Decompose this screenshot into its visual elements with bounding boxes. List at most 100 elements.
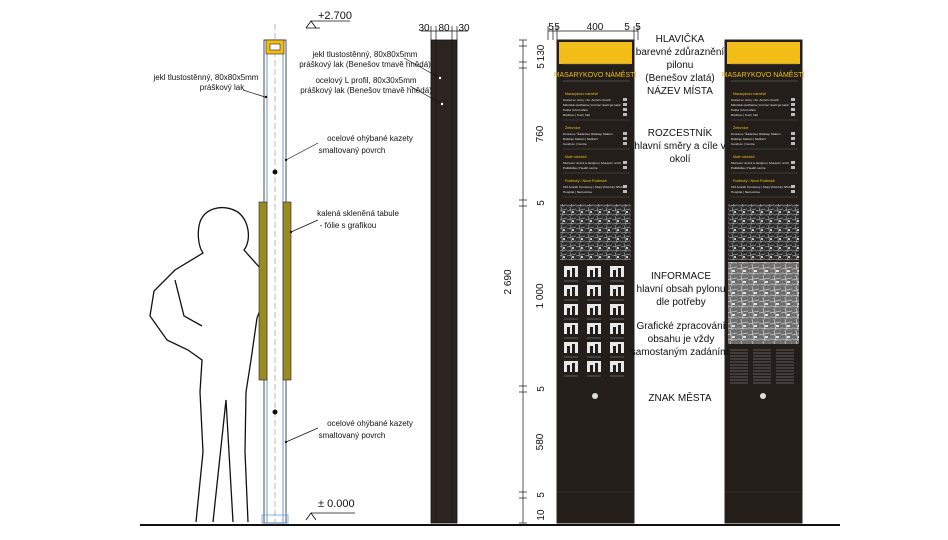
annotation-line: ROZCESTNÍK bbox=[648, 126, 713, 139]
pictogram-detail bbox=[618, 363, 621, 372]
building-pictogram-icon bbox=[564, 266, 578, 277]
direction-row: Městská spořitelna | Former Savings bank bbox=[731, 103, 789, 107]
pictogram-detail bbox=[613, 346, 616, 353]
pylon-title: MASARYKOVO NÁMĚSTÍ bbox=[554, 70, 637, 79]
arrow-icon bbox=[623, 132, 627, 135]
level-ground-marker: ± 0.000 bbox=[305, 498, 355, 521]
pictogram-detail bbox=[572, 287, 575, 296]
annotation-line: hlavní směry a cíle v bbox=[634, 141, 725, 152]
arrow-icon bbox=[791, 137, 795, 140]
direction-heading: Masarykovo náměstí bbox=[565, 92, 598, 96]
direction-heading: Malé náměstí bbox=[733, 155, 755, 159]
direction-row: Centrum | Centre bbox=[731, 142, 755, 146]
pictogram-detail bbox=[595, 363, 598, 372]
building-pictogram-icon bbox=[610, 323, 624, 334]
pictogram-detail bbox=[590, 327, 593, 334]
pictogram-detail bbox=[595, 306, 598, 315]
pylon-variant-title: MASARYKOVO NÁMĚSTÍ bbox=[722, 70, 805, 79]
pictogram-detail bbox=[567, 308, 570, 315]
arrow-icon bbox=[791, 161, 795, 164]
direction-row: Centrum | Centre bbox=[563, 142, 587, 146]
building-pictogram-icon bbox=[564, 285, 578, 296]
profile-callout-2a: ocelový L profil, 80x30x5mm bbox=[315, 76, 416, 85]
pylon-variant-map bbox=[728, 262, 799, 344]
pictogram-detail bbox=[595, 325, 598, 334]
direction-row: Radnice | Town hall bbox=[563, 113, 590, 117]
arrow-icon bbox=[623, 113, 627, 116]
side-callout-2a: ocelové ohýbané kazety bbox=[327, 134, 413, 143]
v-dim-label: 130 bbox=[536, 44, 547, 61]
level-top-marker: +2.700 bbox=[305, 10, 352, 29]
top-dim-label: 5 bbox=[548, 22, 554, 33]
arrow-icon bbox=[791, 166, 795, 169]
side-callout-4b: smaltovaný povrch bbox=[319, 431, 386, 440]
top-dim-label: 400 bbox=[587, 22, 604, 33]
v-dim-label: 10 bbox=[536, 509, 547, 521]
direction-row: Poliklinika | Health centre bbox=[731, 166, 766, 170]
arrow-icon bbox=[791, 98, 795, 101]
pictogram-detail bbox=[567, 270, 570, 277]
profile-callout-1b: práškový lak (Benešov tmavě hnědá) bbox=[299, 60, 431, 69]
annotation-line: pilonu bbox=[667, 60, 694, 71]
direction-row: Kostel sv. Anny | Sv. Anna's church bbox=[731, 98, 779, 102]
pictogram-detail bbox=[590, 346, 593, 353]
arrow-icon bbox=[623, 190, 627, 193]
pictogram-detail bbox=[567, 327, 570, 334]
building-pictogram-icon bbox=[610, 361, 624, 372]
pictogram-detail bbox=[567, 289, 570, 296]
v-dim-label: 5 bbox=[536, 492, 547, 498]
direction-heading: Železnice bbox=[733, 125, 748, 130]
human-silhouette bbox=[149, 207, 265, 523]
annotation-line: obsahu je vždy bbox=[648, 334, 715, 345]
direction-row: Poliklinika | Health centre bbox=[563, 166, 598, 170]
side-callout-1a: jekl tlustostěnný, 80x80x5mm bbox=[153, 73, 259, 82]
v-dim-label: 5 bbox=[536, 200, 547, 206]
direction-heading: Podleský / Nové Podleské bbox=[565, 179, 607, 183]
direction-row: Hospital | Nemocnice bbox=[563, 190, 592, 194]
pictogram-detail bbox=[590, 270, 593, 277]
side-callout-4a: ocelové ohýbané kazety bbox=[327, 419, 413, 428]
pictogram-detail bbox=[618, 325, 621, 334]
pictogram-detail bbox=[567, 346, 570, 353]
profile-callout-2b: práškový lak (Benešov tmavě hnědá) bbox=[300, 86, 432, 95]
building-pictogram-icon bbox=[587, 285, 601, 296]
profile-dim-1: 30 bbox=[418, 23, 430, 34]
profile-dim-2: 80 bbox=[438, 23, 450, 34]
direction-heading: Železnice bbox=[565, 125, 580, 130]
arrow-icon bbox=[791, 132, 795, 135]
pictogram-detail bbox=[613, 365, 616, 372]
pylon-variant-legend bbox=[730, 349, 794, 384]
pictogram-detail bbox=[572, 325, 575, 334]
side-callout-3a: kalená skleněná tabule bbox=[317, 209, 399, 218]
building-pictogram-icon bbox=[587, 266, 601, 277]
side-callouts: jekl tlustostěnný, 80x80x5mm práškový la… bbox=[153, 73, 413, 444]
direction-row: Městská spořitelna | Former Savings bank bbox=[563, 103, 621, 107]
annotation-line: barevné zdůraznění bbox=[636, 46, 725, 58]
arrow-icon bbox=[623, 108, 627, 111]
direction-row: Pošta | Post office bbox=[563, 108, 588, 112]
annotation-line: (Benešov zlatá) bbox=[645, 73, 714, 84]
v-dim-label: 1 000 bbox=[535, 283, 546, 308]
pictogram-detail bbox=[590, 289, 593, 296]
annotation-line: samostaným zadáním. bbox=[631, 347, 732, 358]
pylon-front-view: MASARYKOVO NÁMĚSTÍ Masarykovo náměstíKos… bbox=[554, 39, 637, 524]
building-pictogram-icon bbox=[587, 323, 601, 334]
top-dim-label: 5 bbox=[635, 22, 641, 33]
pictogram-detail bbox=[618, 344, 621, 353]
v-dim-label: 5 bbox=[536, 386, 547, 392]
direction-row: Radnice | Town hall bbox=[731, 113, 758, 117]
direction-row: Old Jewish Cemetery | Starý židovský hřb… bbox=[563, 185, 625, 189]
annotation-line: hlavní obsah pylonu bbox=[637, 284, 726, 295]
direction-row: Dvorana / Šalanda | Railway Station bbox=[563, 131, 613, 136]
pictogram-detail bbox=[590, 308, 593, 315]
town-crest-icon bbox=[592, 393, 598, 399]
annotation-line: okolí bbox=[669, 154, 690, 165]
pictogram-detail bbox=[567, 365, 570, 372]
direction-row: Hospital | Nemocnice bbox=[731, 190, 760, 194]
annotation-line: NÁZEV MÍSTA bbox=[647, 84, 713, 97]
pictogram-detail bbox=[595, 268, 598, 277]
side-view-pylon bbox=[258, 24, 292, 525]
profile-callout-1a: jekl tlustostěnný, 80x80x5mm bbox=[312, 50, 418, 59]
